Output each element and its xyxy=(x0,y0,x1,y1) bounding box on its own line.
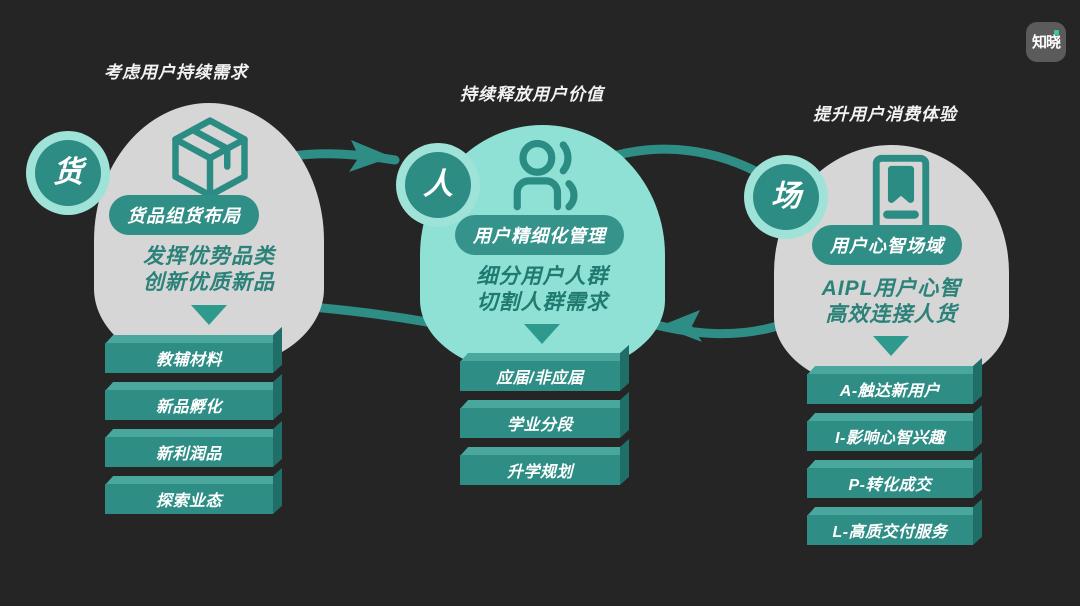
list-item-label: 新利润品 xyxy=(155,446,222,463)
column-people-item-list: 应届/非应届 学业分段 升学规划 xyxy=(460,344,629,494)
column-people-sub-line-2: 切割人群需求 xyxy=(476,290,609,314)
box-front-face: I-影响心智兴趣 xyxy=(807,421,973,451)
box-front-face: L-高质交付服务 xyxy=(807,515,973,545)
box-front-face: 教辅材料 xyxy=(105,343,273,373)
list-item-label: 升学规划 xyxy=(506,464,573,481)
watermark-label: 知晓 xyxy=(1031,33,1061,51)
column-goods-subtext: 发挥优势品类 创新优质新品 xyxy=(94,244,324,295)
column-place-pill-label: 用户心智场域 xyxy=(830,236,944,256)
watermark-logo: 知晓 xyxy=(1026,22,1066,62)
box-front-face: 学业分段 xyxy=(460,408,620,438)
column-goods-badge[interactable]: 货 xyxy=(26,131,110,215)
box-side-face xyxy=(273,373,282,420)
column-place-sub-line-1: AIPL用户心智 xyxy=(821,277,962,300)
column-people-pill[interactable]: 用户精细化管理 xyxy=(455,215,624,255)
box-side-face xyxy=(620,438,629,485)
box-side-face xyxy=(620,391,629,438)
column-place-title: 提升用户消费体验 xyxy=(813,105,957,124)
badge-inner-circle: 人 xyxy=(405,152,471,218)
column-people-sub-line-1: 细分用户人群 xyxy=(476,265,609,288)
list-item[interactable]: 新品孵化 xyxy=(105,373,282,420)
list-item[interactable]: L-高质交付服务 xyxy=(807,498,982,545)
box-side-face xyxy=(973,498,982,545)
user-group-icon xyxy=(500,132,592,229)
column-people-down-caret-icon xyxy=(524,324,560,344)
list-item[interactable]: 探索业态 xyxy=(105,467,282,514)
list-item-label: L-高质交付服务 xyxy=(832,524,948,541)
box-front-face: 应届/非应届 xyxy=(460,361,620,391)
box-front-face: 新品孵化 xyxy=(105,390,273,420)
list-item-label: 应届/非应届 xyxy=(496,370,584,387)
list-item[interactable]: P-转化成交 xyxy=(807,451,982,498)
column-goods-sub-line-1: 发挥优势品类 xyxy=(143,245,275,268)
badge-inner-circle: 场 xyxy=(753,164,819,230)
column-people-badge-char: 人 xyxy=(423,168,453,201)
list-item-label: 教辅材料 xyxy=(155,352,222,369)
column-place-badge[interactable]: 场 xyxy=(744,155,828,239)
box-side-face xyxy=(973,451,982,498)
column-goods-item-list: 教辅材料 新品孵化 新利润品 探索业态 xyxy=(105,326,282,523)
list-item-label: I-影响心智兴趣 xyxy=(835,430,945,447)
column-goods-pill-label: 货品组货布局 xyxy=(127,206,241,226)
column-place-sub-line-2: 高效连接人货 xyxy=(825,302,958,326)
list-item[interactable]: 教辅材料 xyxy=(105,326,282,373)
list-item[interactable]: 新利润品 xyxy=(105,420,282,467)
box-side-face xyxy=(973,357,982,404)
column-place-down-caret-icon xyxy=(873,336,909,356)
box-front-face: 新利润品 xyxy=(105,437,273,467)
list-item[interactable]: 应届/非应届 xyxy=(460,344,629,391)
book-bookmark-icon xyxy=(857,150,945,243)
box-side-face xyxy=(273,467,282,514)
list-item[interactable]: 学业分段 xyxy=(460,391,629,438)
box-front-face: A-触达新用户 xyxy=(807,374,973,404)
column-goods-title: 考虑用户持续需求 xyxy=(104,63,248,82)
column-people-title: 持续释放用户价值 xyxy=(460,85,604,104)
watermark-accent-dot-icon xyxy=(1054,30,1059,35)
column-place-pill[interactable]: 用户心智场域 xyxy=(812,225,962,265)
list-item[interactable]: A-触达新用户 xyxy=(807,357,982,404)
column-goods-sub-line-2: 创新优质新品 xyxy=(143,270,275,294)
column-goods-badge-char: 货 xyxy=(53,156,83,189)
box-side-face xyxy=(273,420,282,467)
column-place-subtext: AIPL用户心智 高效连接人货 xyxy=(774,276,1009,327)
box-front-face: 升学规划 xyxy=(460,455,620,485)
box-side-face xyxy=(973,404,982,451)
list-item[interactable]: 升学规划 xyxy=(460,438,629,485)
box-front-face: P-转化成交 xyxy=(807,468,973,498)
box-side-face xyxy=(273,326,282,373)
list-item-label: 探索业态 xyxy=(155,493,222,510)
column-people-badge[interactable]: 人 xyxy=(396,143,480,227)
column-goods-pill[interactable]: 货品组货布局 xyxy=(109,195,259,235)
list-item-label: 学业分段 xyxy=(506,417,573,434)
column-goods-down-caret-icon xyxy=(191,305,227,325)
column-people-pill-label: 用户精细化管理 xyxy=(473,226,606,246)
list-item[interactable]: I-影响心智兴趣 xyxy=(807,404,982,451)
column-place-badge-char: 场 xyxy=(771,180,801,213)
column-people-subtext: 细分用户人群 切割人群需求 xyxy=(420,264,665,315)
list-item-label: A-触达新用户 xyxy=(839,383,941,400)
box-side-face xyxy=(620,344,629,391)
list-item-label: 新品孵化 xyxy=(155,399,222,416)
list-item-label: P-转化成交 xyxy=(848,477,932,494)
box-front-face: 探索业态 xyxy=(105,484,273,514)
badge-inner-circle: 货 xyxy=(35,140,101,206)
column-place-item-list: A-触达新用户 I-影响心智兴趣 P-转化成交 xyxy=(807,357,982,554)
